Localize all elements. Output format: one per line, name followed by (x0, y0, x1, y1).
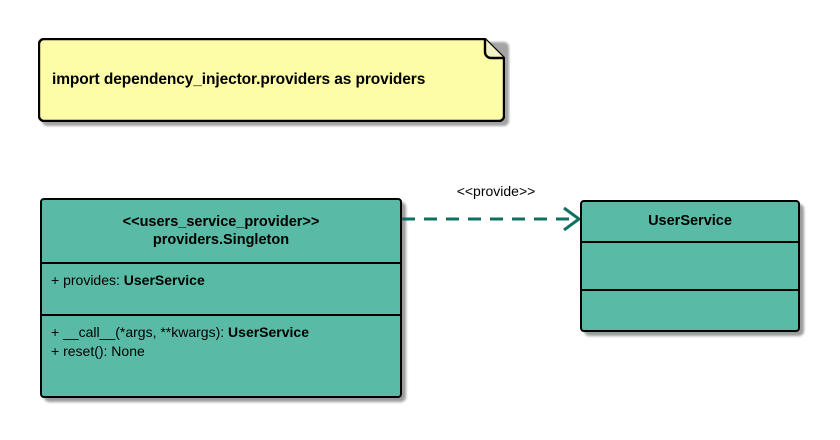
relationship-provide[interactable]: <<provide>> (396, 183, 588, 231)
operation-row: + reset(): None (51, 342, 392, 361)
class-stereotype: <<users_service_provider>> (122, 213, 320, 230)
operation-label: reset(): None (63, 343, 145, 360)
attribute-visibility: + (51, 272, 60, 288)
attribute-label: provides: (63, 272, 124, 288)
operation-row: + __call__(*args, **kwargs): UserService (51, 323, 392, 342)
class-operations-users-service-provider: + __call__(*args, **kwargs): UserService… (42, 314, 400, 396)
class-name: UserService (648, 213, 732, 230)
class-header-users-service-provider: <<users_service_provider>> providers.Sin… (42, 200, 400, 262)
class-attributes-users-service-provider: + provides: UserService (42, 262, 400, 314)
class-box-user-service[interactable]: UserService (580, 200, 800, 332)
note-import[interactable]: import dependency_injector.providers as … (38, 38, 509, 126)
relationship-arrow-icon (402, 206, 582, 231)
operation-visibility: + (51, 324, 60, 340)
class-box-users-service-provider[interactable]: <<users_service_provider>> providers.Sin… (40, 198, 402, 398)
attribute-type: UserService (123, 272, 205, 288)
operation-visibility: + (51, 343, 60, 360)
class-operations-user-service (582, 289, 798, 334)
note-shape-icon (38, 38, 505, 122)
class-name: providers.Singleton (152, 232, 290, 248)
operation-label: __call__(*args, **kwargs): (63, 324, 229, 340)
attribute-row: + provides: UserService (51, 271, 392, 290)
relationship-label: <<provide>> (456, 183, 536, 199)
operation-type: UserService (228, 324, 309, 340)
class-header-user-service: UserService (582, 202, 798, 241)
note-text: import dependency_injector.providers as … (52, 71, 426, 88)
class-attributes-user-service (582, 241, 798, 289)
